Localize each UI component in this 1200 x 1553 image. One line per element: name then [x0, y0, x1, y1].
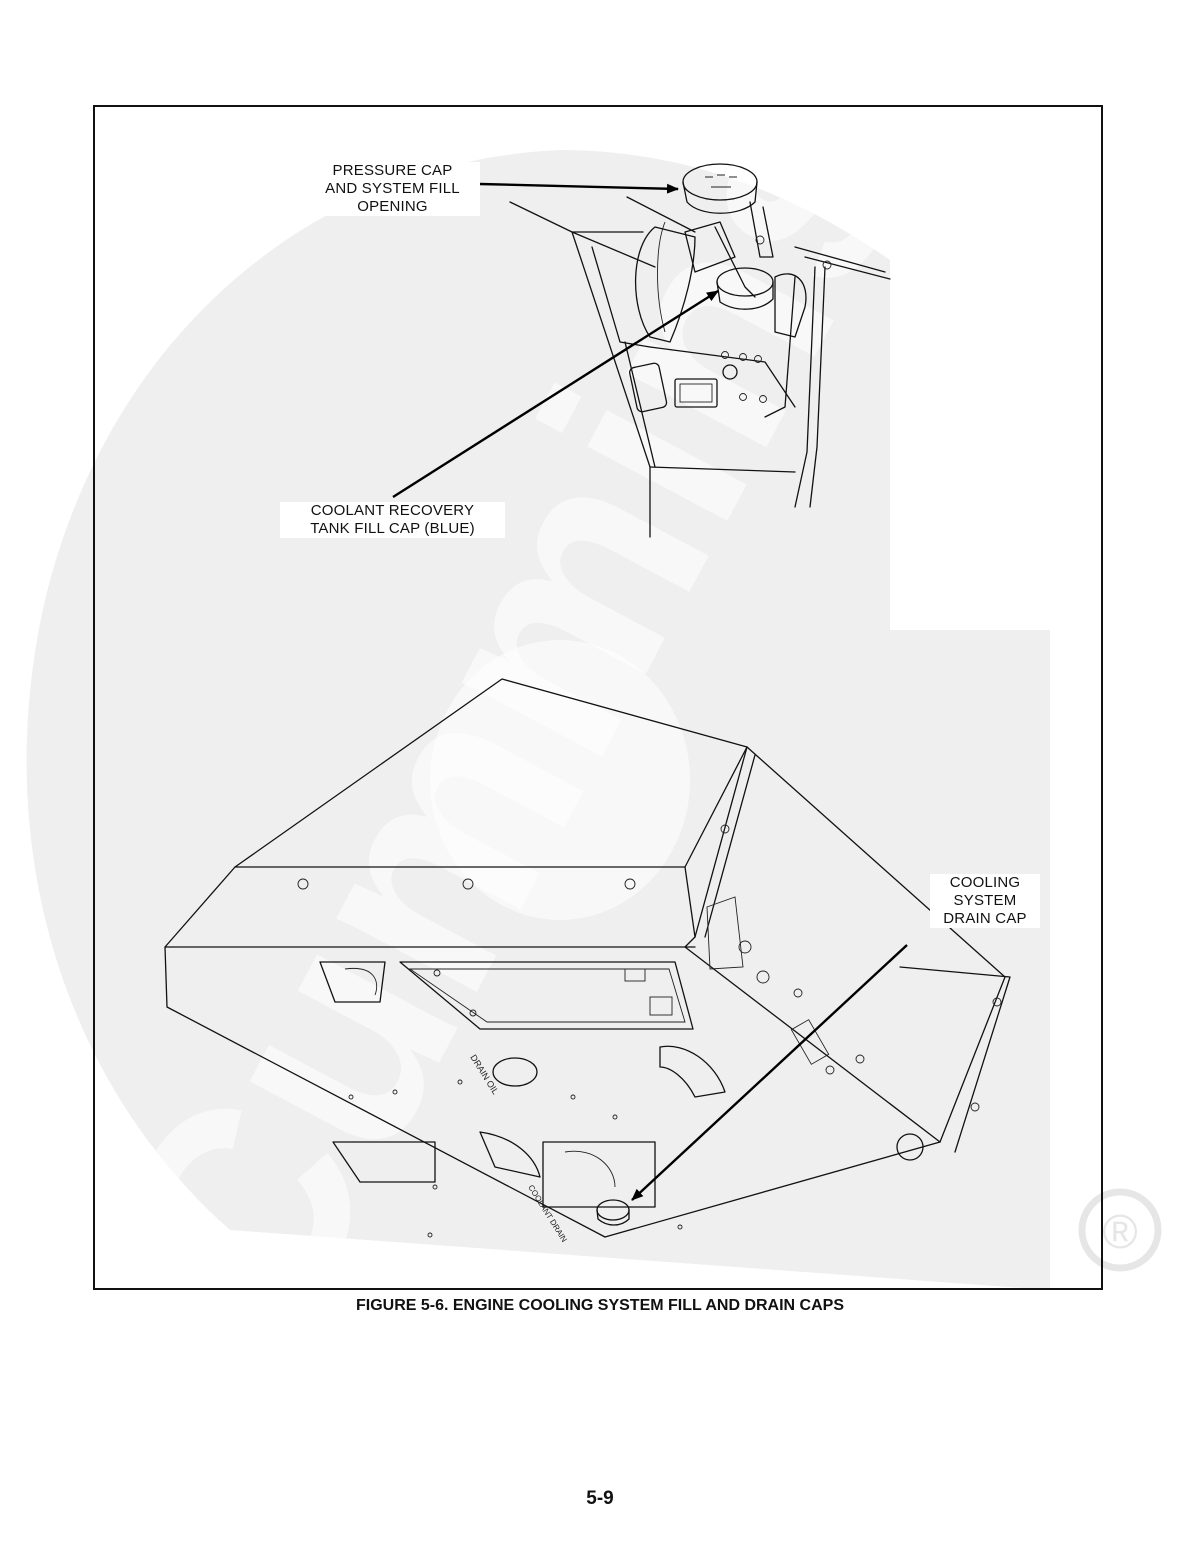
recovery-tank-callout-line-1: COOLANT RECOVERY: [310, 502, 475, 519]
recovery-tank-callout: COOLANT RECOVERY TANK FILL CAP (BLUE): [280, 502, 505, 538]
pressure-cap-callout-line-2: AND SYSTEM FILL: [325, 180, 460, 197]
coolant-drain-label: COOLANT DRAIN: [526, 1183, 569, 1244]
pressure-cap-callout-line-1: PRESSURE CAP: [332, 162, 453, 179]
figure-frame: DRAIN OIL COOLANT DRAIN PRESSURE CAP AND…: [93, 105, 1103, 1290]
drain-cap-arrow: [631, 944, 908, 1201]
page-number: 5-9: [586, 1488, 614, 1509]
drain-cap-callout-line-1: COOLING: [949, 874, 1021, 891]
drain-cap-callout-line-2: SYSTEM: [953, 892, 1017, 909]
drain-oil-label: DRAIN OIL: [468, 1053, 500, 1096]
recovery-tank-callout-line-2: TANK FILL CAP (BLUE): [310, 520, 475, 537]
drain-cap-callout-line-3: DRAIN CAP: [943, 910, 1027, 927]
line-drawing: DRAIN OIL COOLANT DRAIN: [164, 163, 1011, 1244]
pressure-cap-callout-line-3: OPENING: [357, 198, 428, 215]
recovery-tank-arrow: [392, 289, 719, 499]
figure-caption: FIGURE 5-6. ENGINE COOLING SYSTEM FILL A…: [355, 1297, 845, 1314]
registered-mark: ®: [1102, 1206, 1137, 1259]
pressure-cap-callout: PRESSURE CAP AND SYSTEM FILL OPENING: [305, 162, 480, 216]
housing-illustration: DRAIN OIL COOLANT DRAIN: [164, 678, 1011, 1244]
pressure-cap-arrow: [479, 182, 679, 194]
drain-cap-callout: COOLING SYSTEM DRAIN CAP: [930, 874, 1040, 928]
radiator-fill-illustration: [509, 163, 891, 538]
